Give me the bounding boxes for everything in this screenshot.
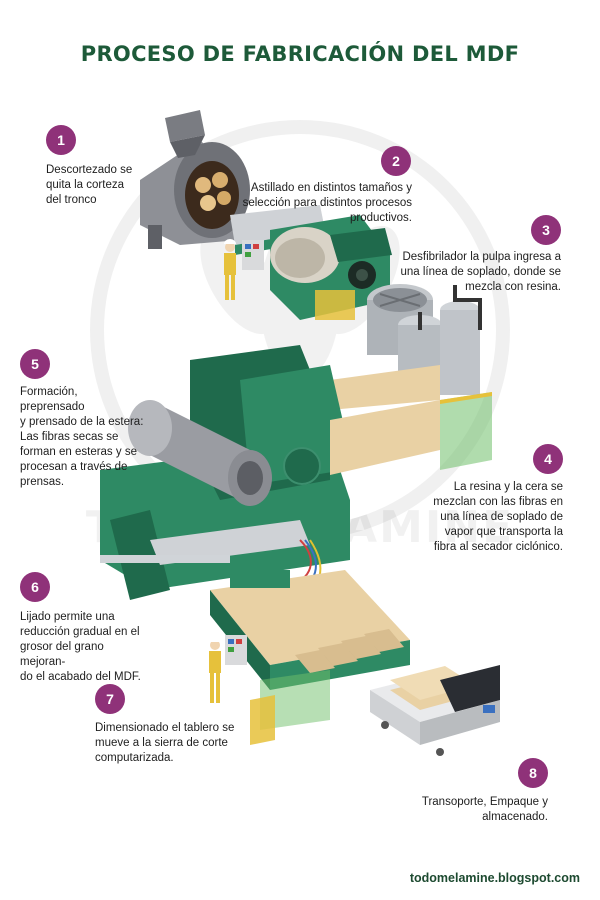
main-press xyxy=(100,345,440,600)
step-2-badge: 2 xyxy=(381,146,411,176)
step-3-line: Desfibrilador la pulpa ingresa a xyxy=(402,251,561,263)
step-2-line: Astillado en distintos tamaños y xyxy=(250,182,412,194)
step-8-line: almacenado. xyxy=(482,811,548,823)
step-3-line: mezcla con resina. xyxy=(465,281,561,293)
step-4-line: fibra al secador ciclónico. xyxy=(433,541,563,553)
footer-url[interactable]: todomelamine.blogspot.com xyxy=(409,871,580,885)
step-5-line: Formación, preprensado xyxy=(20,386,85,413)
step-7-line: mueve a la sierra de corte xyxy=(95,737,228,749)
step-7-description: Dimensionado el tablero se mueve a la si… xyxy=(95,721,245,766)
step-7-line: computarizada. xyxy=(95,752,174,764)
step-5-line: Las fibras secas se xyxy=(20,431,119,443)
step-6-line: Lijado permite una xyxy=(20,611,115,623)
step-5-line: procesan a través de xyxy=(20,461,128,473)
step-2-description: Astillado en distintos tamaños y selecci… xyxy=(232,181,412,226)
step-8-line: Transoporte, Empaque y xyxy=(421,796,548,808)
debarking-drum xyxy=(140,110,250,249)
step-8-description: Transoporte, Empaque y almacenado. xyxy=(405,795,548,825)
step-7-badge: 7 xyxy=(95,684,125,714)
agv-vehicle xyxy=(370,665,500,756)
step-5-line: prensas. xyxy=(20,476,65,488)
step-6-description: Lijado permite una reducción gradual en … xyxy=(20,610,145,685)
step-2-line: productivos. xyxy=(349,212,412,224)
step-4-line: vapor que transporta la xyxy=(444,526,563,538)
step-5-description: Formación, preprensado y prensado de la … xyxy=(20,385,145,490)
step-1-line: del tronco xyxy=(46,194,97,206)
step-1-badge: 1 xyxy=(46,125,76,155)
step-8-badge: 8 xyxy=(518,758,548,788)
step-4-badge: 4 xyxy=(533,444,563,474)
step-4-description: La resina y la cera se mezclan con las f… xyxy=(430,480,563,555)
step-1-description: Descortezado se quita la corteza del tro… xyxy=(46,163,161,208)
step-4-line: una línea de soplado de xyxy=(440,511,563,523)
step-5-line: forman en esteras y se xyxy=(20,446,137,458)
worker-figure-bottom xyxy=(209,637,221,703)
refiner-tanks xyxy=(367,284,482,395)
step-6-badge: 6 xyxy=(20,572,50,602)
step-3-description: Desfibrilador la pulpa ingresa a una lín… xyxy=(395,250,562,295)
page-title: PROCESO DE FABRICACIÓN DEL MDF xyxy=(80,42,520,66)
step-2-line: selección para distintos procesos xyxy=(242,197,412,209)
control-panel xyxy=(225,240,264,665)
step-1-line: quita la corteza xyxy=(46,179,124,191)
chipper-machine xyxy=(270,215,392,320)
worker-figure-top xyxy=(224,239,236,300)
step-4-line: mezclan con las fibras en xyxy=(433,496,563,508)
step-3-line: una línea de soplado, donde se xyxy=(400,266,562,278)
safety-fence xyxy=(330,365,492,470)
step-6-line: reducción gradual en el xyxy=(20,626,140,638)
step-4-line: La resina y la cera se xyxy=(453,481,563,493)
step-5-badge: 5 xyxy=(20,349,50,379)
step-6-line: grosor del grano mejoran- xyxy=(20,641,104,668)
step-5-line: y prensado de la estera: xyxy=(20,416,144,428)
step-6-line: do el acabado del MDF. xyxy=(20,671,141,683)
step-7-line: Dimensionado el tablero se xyxy=(95,722,235,734)
step-1-line: Descortezado se xyxy=(46,164,133,176)
step-3-badge: 3 xyxy=(531,215,561,245)
